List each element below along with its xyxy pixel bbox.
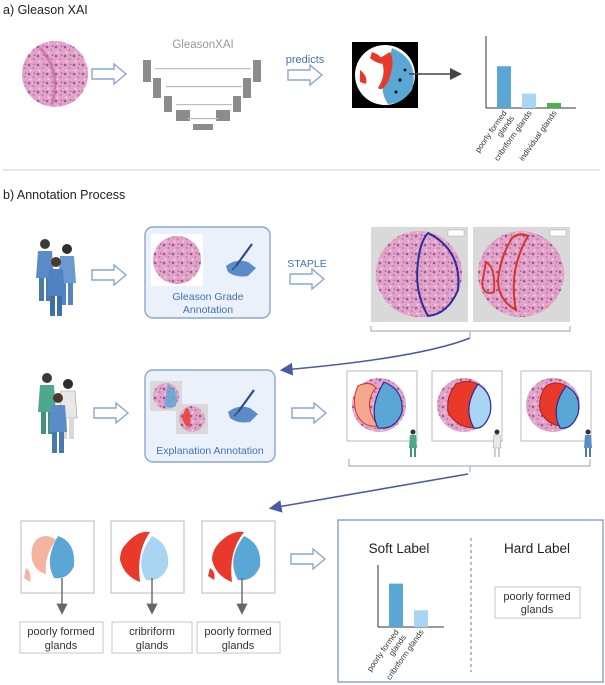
hollow-arrow <box>93 401 130 425</box>
model-label: GleasonXAI <box>172 39 233 51</box>
region-label-1-line1: poorly formed <box>27 626 94 638</box>
flow-arrow-2 <box>268 473 469 513</box>
pen-hand-icon <box>226 243 256 277</box>
soft-label-bar-2 <box>414 610 428 627</box>
bracket-1 <box>370 326 571 337</box>
hard-label-line2: glands <box>521 604 554 616</box>
gleason-grade-annotation-panel <box>144 226 271 319</box>
segmentation-map-icon <box>352 42 418 108</box>
region-label-1-line2: glands <box>45 640 78 652</box>
region-label-box-3 <box>196 621 281 654</box>
hollow-arrow <box>91 263 128 287</box>
flow-arrow-1 <box>279 337 471 376</box>
staple-result-explanation-image <box>473 227 570 322</box>
soft-label-title: Soft Label <box>369 541 430 556</box>
prediction-bar-2 <box>522 93 536 108</box>
hollow-arrow <box>289 267 326 291</box>
region-panel-2 <box>110 520 185 594</box>
section-a-title: a) Gleason XAI <box>3 3 88 17</box>
step2-label: Explanation Annotation <box>156 445 264 457</box>
bracket-2 <box>348 459 591 472</box>
staple-label: STAPLE <box>287 258 327 270</box>
unet-icon <box>143 60 261 130</box>
region-label-box-2 <box>111 621 193 654</box>
hollow-arrow <box>291 401 328 425</box>
section-b-title: b) Annotation Process <box>3 188 125 202</box>
region-label-box-1 <box>19 621 104 654</box>
region-label-2-line2: glands <box>136 640 169 652</box>
annotator-1-result <box>346 370 418 457</box>
pen-hand-icon <box>228 389 258 423</box>
hollow-arrow <box>290 547 327 571</box>
prediction-bar-3 <box>547 102 561 108</box>
predicts-label: predicts <box>286 54 325 66</box>
region-label-3-line1: poorly formed <box>204 626 271 638</box>
region-label-3-line2: glands <box>222 640 255 652</box>
explanation-annotation-panel <box>144 369 276 463</box>
prediction-bar-1 <box>497 66 511 108</box>
annotator-3-result <box>520 370 592 457</box>
region-panel-3 <box>201 520 276 594</box>
pathologists-icon <box>36 239 76 316</box>
step1-label-line1: Gleason Grade <box>172 291 243 303</box>
hollow-arrow <box>287 63 324 87</box>
region-label-2-line1: cribriform <box>129 626 175 638</box>
tissue-core-icon <box>22 41 88 107</box>
hard-label-box <box>494 586 581 619</box>
staple-result-grade-image <box>371 227 468 322</box>
hard-label-title: Hard Label <box>504 541 570 556</box>
region-panel-1 <box>20 520 95 594</box>
annotator-2-result <box>431 370 503 457</box>
step1-label-line2: Annotation <box>183 304 233 316</box>
pathologists-icon <box>38 373 78 453</box>
hard-label-line1: poorly formed <box>503 591 570 603</box>
hollow-arrow <box>91 62 128 86</box>
soft-label-bar-1 <box>389 583 403 627</box>
